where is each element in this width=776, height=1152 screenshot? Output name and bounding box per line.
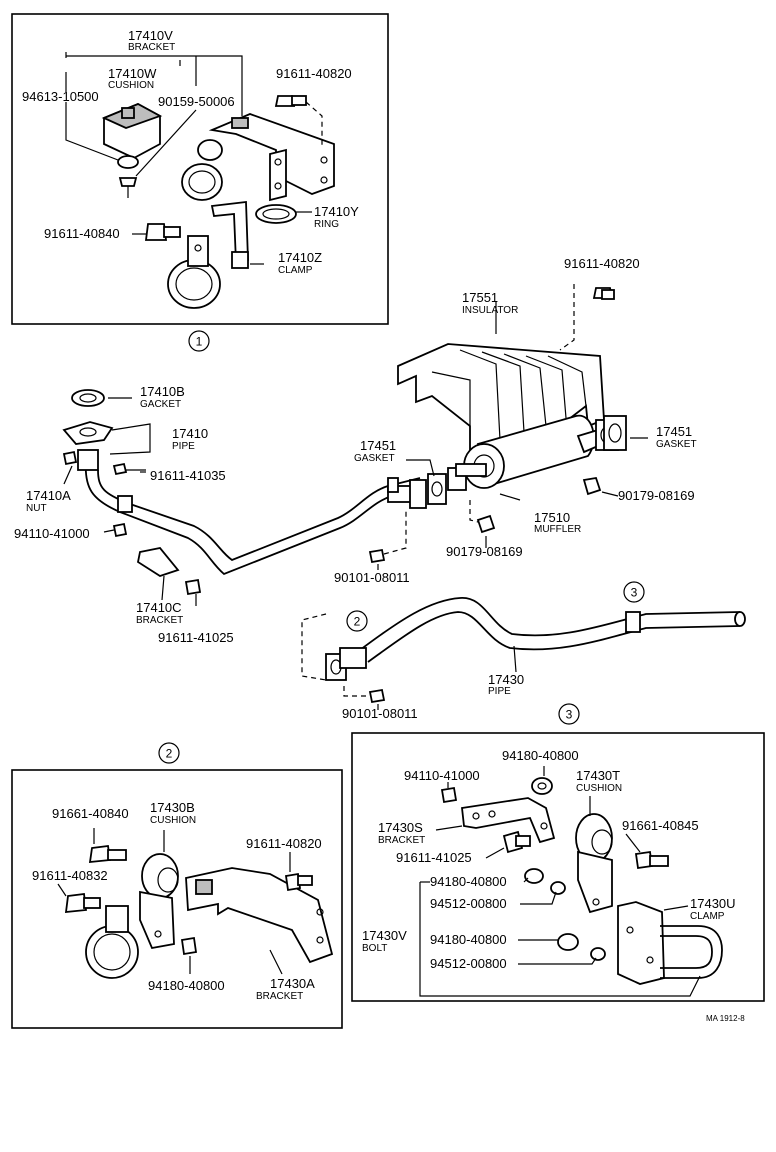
inset-1-drawings [65,52,335,309]
name-17430S: BRACKET [378,835,425,846]
label-17410Y: 17410Y [314,204,359,219]
inset-2-drawings [57,828,334,979]
label-17551: 17551 [462,290,498,305]
label-17451-b: 17451 [656,424,692,439]
label-17410: 17410 [172,426,208,441]
label-17430U: 17430U [690,896,736,911]
inset-3-drawings [419,766,723,997]
label-91611-40820-b: 91611-40820 [564,256,640,271]
name-17410Y: RING [314,219,339,230]
label-94180-40800-c: 94180-40800 [430,932,507,947]
svg-text:2: 2 [166,747,173,761]
section-ref-3-inset: 3 [558,703,580,725]
svg-text:1: 1 [196,335,203,349]
label-17410A: 17410A [26,488,71,503]
label-17510: 17510 [534,510,570,525]
name-17551: INSULATOR [462,305,518,316]
name-17430B: CUSHION [150,815,196,826]
name-17410Z: CLAMP [278,265,313,276]
label-94512-00800-a: 94512-00800 [430,896,507,911]
name-17410: PIPE [172,441,195,452]
label-17430: 17430 [488,672,524,687]
label-91611-40820-c: 91611-40820 [246,836,322,851]
section-ref-2-main: 2 [346,610,368,632]
label-17410Z: 17410Z [278,250,322,265]
name-17430V: BOLT [362,943,387,954]
name-17410C: BRACKET [136,615,183,626]
label-94110-41000-b: 94110-41000 [404,768,480,783]
label-90159-50006: 90159-50006 [158,94,235,109]
name-17430T: CUSHION [576,783,622,794]
label-91611-41025-a: 91611-41025 [158,630,234,645]
name-17430U: CLAMP [690,911,725,922]
label-17430V: 17430V [362,928,407,943]
name-17410W: CUSHION [108,80,154,91]
label-94110-41000-a: 94110-41000 [14,526,90,541]
label-94613-10500: 94613-10500 [22,89,99,104]
label-17410V: 17410V [128,28,173,43]
svg-text:3: 3 [566,708,573,722]
label-91611-40840: 91611-40840 [44,226,120,241]
section-ref-3-main: 3 [623,581,645,603]
label-91661-40840: 91661-40840 [52,806,129,821]
label-17410B: 17410B [140,384,185,399]
inset-box-1 [11,13,389,325]
inset-box-3 [351,732,765,1002]
main-drawings [62,284,746,710]
inset-box-2 [11,769,343,1029]
label-17430A: 17430A [270,976,315,991]
label-94180-40800-a: 94180-40800 [502,748,579,763]
name-17451-a: GASKET [354,453,395,464]
label-17430B: 17430B [150,800,195,815]
section-ref-1: 1 [188,330,210,352]
label-17410C: 17410C [136,600,182,615]
label-90179-08169-a: 90179-08169 [618,488,695,503]
section-ref-2-inset: 2 [158,742,180,764]
part-labels: 17410V BRACKET 17410W CUSHION 94613-1050… [14,28,745,1023]
label-17410W: 17410W [108,66,157,81]
label-17430T: 17430T [576,768,620,783]
label-94180-40800-b: 94180-40800 [430,874,507,889]
label-94512-00800-b: 94512-00800 [430,956,507,971]
name-17410V: BRACKET [128,42,175,53]
label-91661-40845: 91661-40845 [622,818,699,833]
name-17410A: NUT [26,503,47,514]
label-91611-41025-b: 91611-41025 [396,850,472,865]
label-91611-41035: 91611-41035 [150,468,226,483]
label-90101-08011-a: 90101-08011 [334,570,410,585]
label-91611-40820-a: 91611-40820 [276,66,352,81]
name-17430: PIPE [488,686,511,697]
name-17510: MUFFLER [534,524,581,535]
label-90179-08169-b: 90179-08169 [446,544,523,559]
name-17451-b: GASKET [656,439,697,450]
label-17430S: 17430S [378,820,423,835]
svg-text:2: 2 [354,615,361,629]
name-17410B: GACKET [140,399,181,410]
diagram-code: MA 1912-8 [706,1014,745,1023]
label-91611-40832: 91611-40832 [32,868,108,883]
label-17451-a: 17451 [360,438,396,453]
label-94180-40800-d: 94180-40800 [148,978,225,993]
svg-text:3: 3 [631,586,638,600]
name-17430A: BRACKET [256,991,303,1002]
label-90101-08011-b: 90101-08011 [342,706,418,721]
